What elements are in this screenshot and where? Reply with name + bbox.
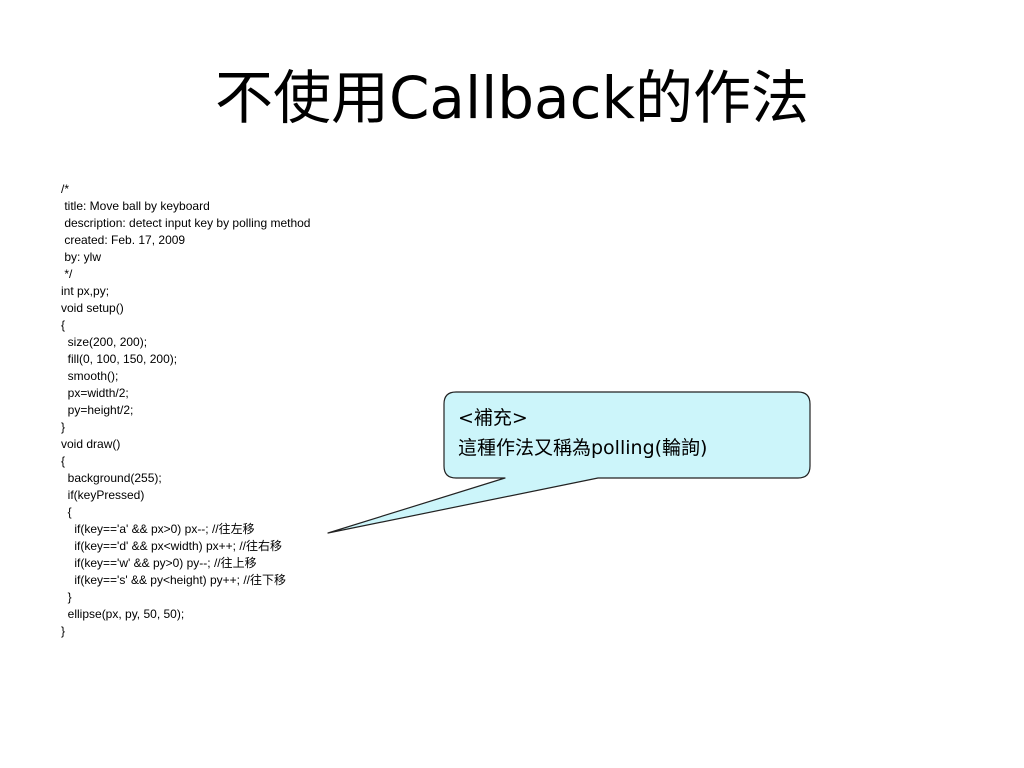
code-line: if(key=='a' && px>0) px--; //往左移 (61, 522, 255, 536)
code-line: if(key=='s' && py<height) py++; //往下移 (61, 573, 287, 587)
code-line: } (61, 624, 66, 638)
code-line: by: ylw (61, 250, 102, 264)
code-line: int px,py; (61, 284, 110, 298)
callout-bubble (327, 391, 811, 534)
code-line: smooth(); (61, 369, 119, 383)
code-line: py=height/2; (61, 403, 134, 417)
code-line: background(255); (61, 471, 162, 485)
slide-title: 不使用Callback的作法 (214, 64, 810, 132)
code-line: created: Feb. 17, 2009 (61, 233, 186, 247)
code-line: if(key=='d' && px<width) px++; //往右移 (61, 539, 283, 553)
code-line: */ (61, 267, 73, 281)
code-line: { (61, 505, 72, 519)
code-line: } (61, 590, 72, 604)
callout-line-polling: 這種作法又稱為polling(輪詢) (458, 437, 708, 459)
code-line: fill(0, 100, 150, 200); (61, 352, 178, 366)
code-line: } (61, 420, 66, 434)
code-line: if(keyPressed) (61, 488, 145, 502)
code-line: px=width/2; (61, 386, 129, 400)
code-line: title: Move ball by keyboard (61, 199, 210, 213)
code-block: /* title: Move ball by keyboard descript… (61, 181, 310, 640)
code-line: size(200, 200); (61, 335, 148, 349)
code-line: description: detect input key by polling… (61, 216, 311, 230)
code-line: ellipse(px, py, 50, 50); (61, 607, 185, 621)
code-line: void draw() (61, 437, 121, 451)
code-line: { (61, 318, 66, 332)
callout-line-supplement: <補充> (458, 407, 528, 429)
code-line: /* (61, 182, 70, 196)
code-line: if(key=='w' && py>0) py--; //往上移 (61, 556, 257, 570)
code-line: { (61, 454, 66, 468)
callout-text: <補充> 這種作法又稱為polling(輪詢) (458, 403, 803, 463)
code-line: void setup() (61, 301, 124, 315)
